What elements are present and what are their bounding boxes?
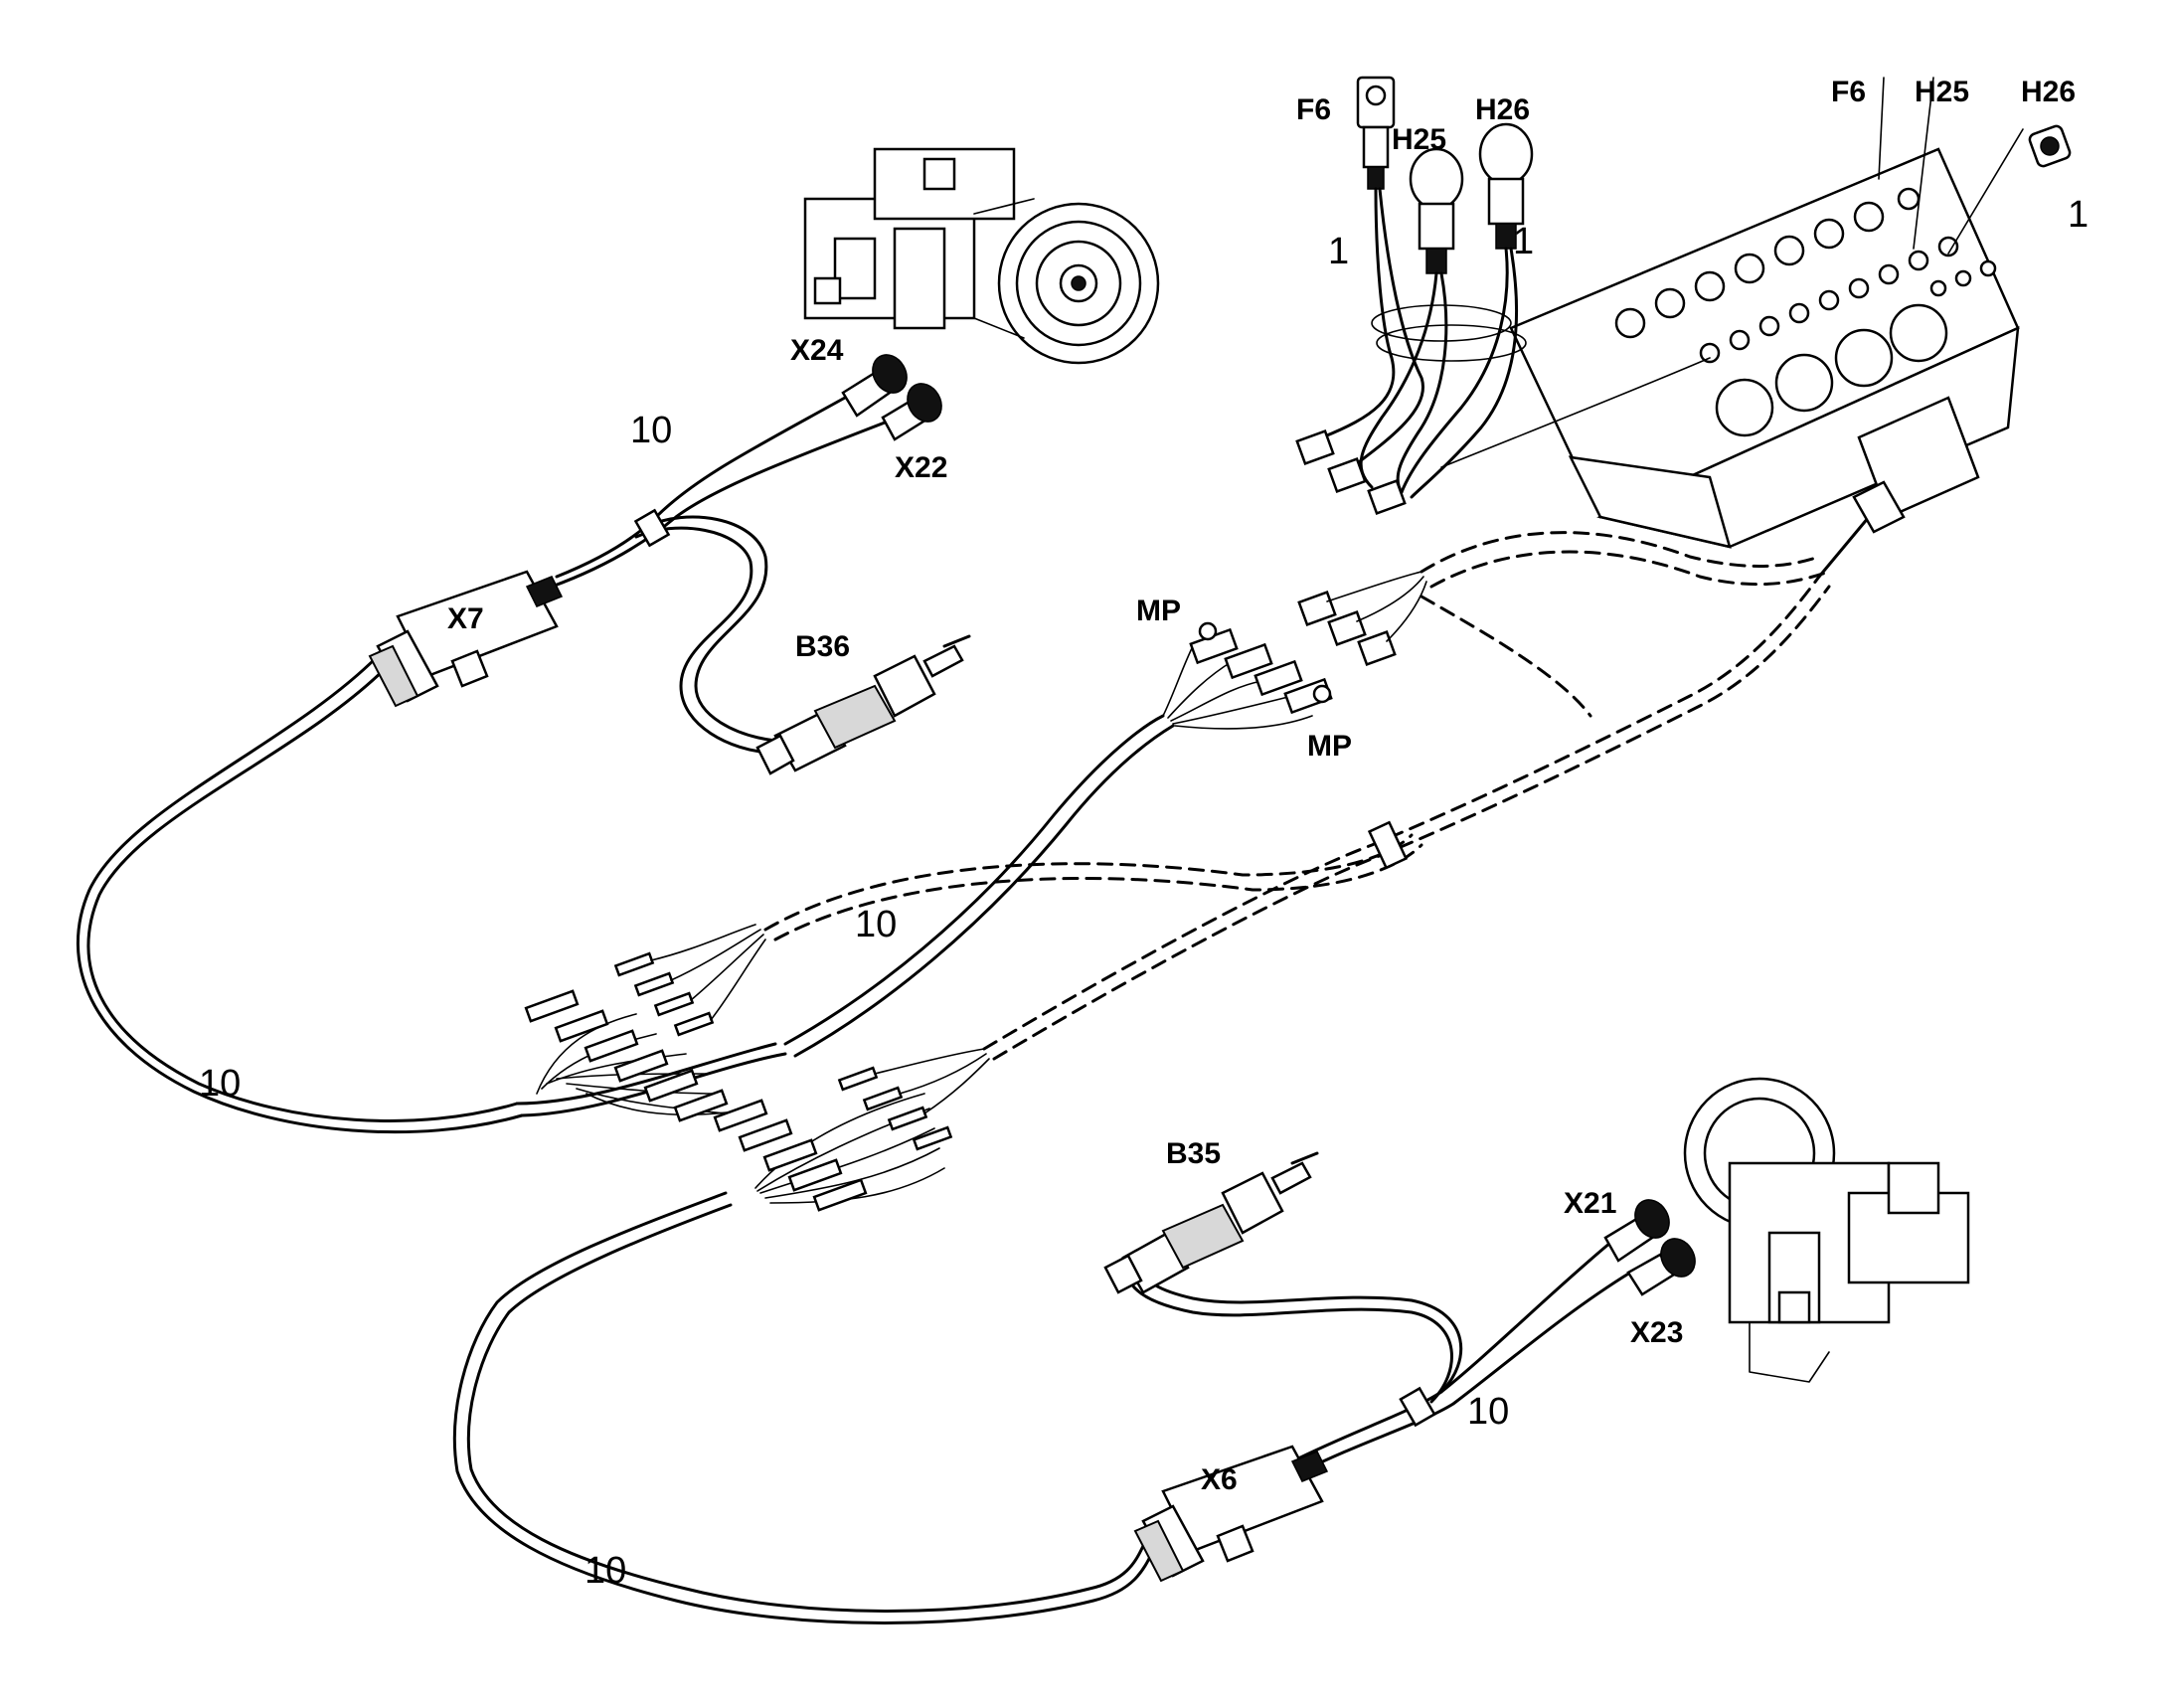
lower-breakout-wires [713,575,1831,1212]
x22-connector[interactable] [881,378,948,441]
f6-h25-h26-leads [1295,187,1527,516]
x6-connector[interactable] [1133,1445,1329,1583]
label-x24: X24 [790,334,844,367]
upper-hydraulic-unit-illustration [803,147,1160,365]
b36-pressure-sensor[interactable] [755,634,971,775]
h25-indicator-lamp[interactable] [1409,147,1464,274]
label-b36: B36 [795,630,850,663]
item-number-1-right: 1 [1513,221,1534,262]
reference-labels: X24 X22 X7 B36 F6 H25 H26 F6 H25 H26 MP … [199,76,2089,1592]
label-x6: X6 [1201,1463,1238,1496]
item-number-10-a: 10 [630,410,672,451]
label-x7: X7 [447,602,484,635]
f6-fuse-holder[interactable] [1356,76,1396,190]
label-h26-top: H26 [1475,93,1530,126]
b35-pressure-sensor[interactable] [1103,1151,1319,1294]
label-x23: X23 [1630,1316,1683,1349]
lower-harness [452,1191,1632,1624]
upper-harness [76,396,887,1134]
lower-hydraulic-unit-illustration [1683,1077,1970,1383]
label-f6-panel: F6 [1831,76,1866,108]
x7-connector[interactable] [368,570,564,708]
mp-branch [783,621,1333,1058]
label-x21: X21 [1564,1187,1616,1220]
item-number-10-d: 10 [1467,1391,1509,1433]
label-h25-panel: H25 [1915,76,1969,108]
label-f6-top: F6 [1296,93,1331,126]
label-h26-panel: H26 [2021,76,2076,108]
x21-connector[interactable] [1603,1194,1676,1263]
x23-connector[interactable] [1626,1233,1702,1296]
h26-indicator-lamp[interactable] [1478,122,1534,250]
dashed-panel-connectors [1297,531,1831,718]
label-b35: B35 [1166,1137,1221,1170]
h26-panel-cap [2028,124,2072,168]
label-h25-top: H25 [1392,123,1446,156]
item-number-10-e: 10 [585,1550,626,1592]
dashboard-panel-illustration [1440,77,2024,579]
label-mp-bottom: MP [1307,730,1352,763]
label-x22: X22 [895,451,947,484]
item-number-1-left: 1 [1328,231,1349,272]
item-number-10-b: 10 [855,904,897,945]
item-number-1-panel: 1 [2068,194,2089,236]
x24-connector[interactable] [841,349,914,418]
item-number-10-c: 10 [199,1063,241,1105]
label-mp-top: MP [1136,595,1181,627]
